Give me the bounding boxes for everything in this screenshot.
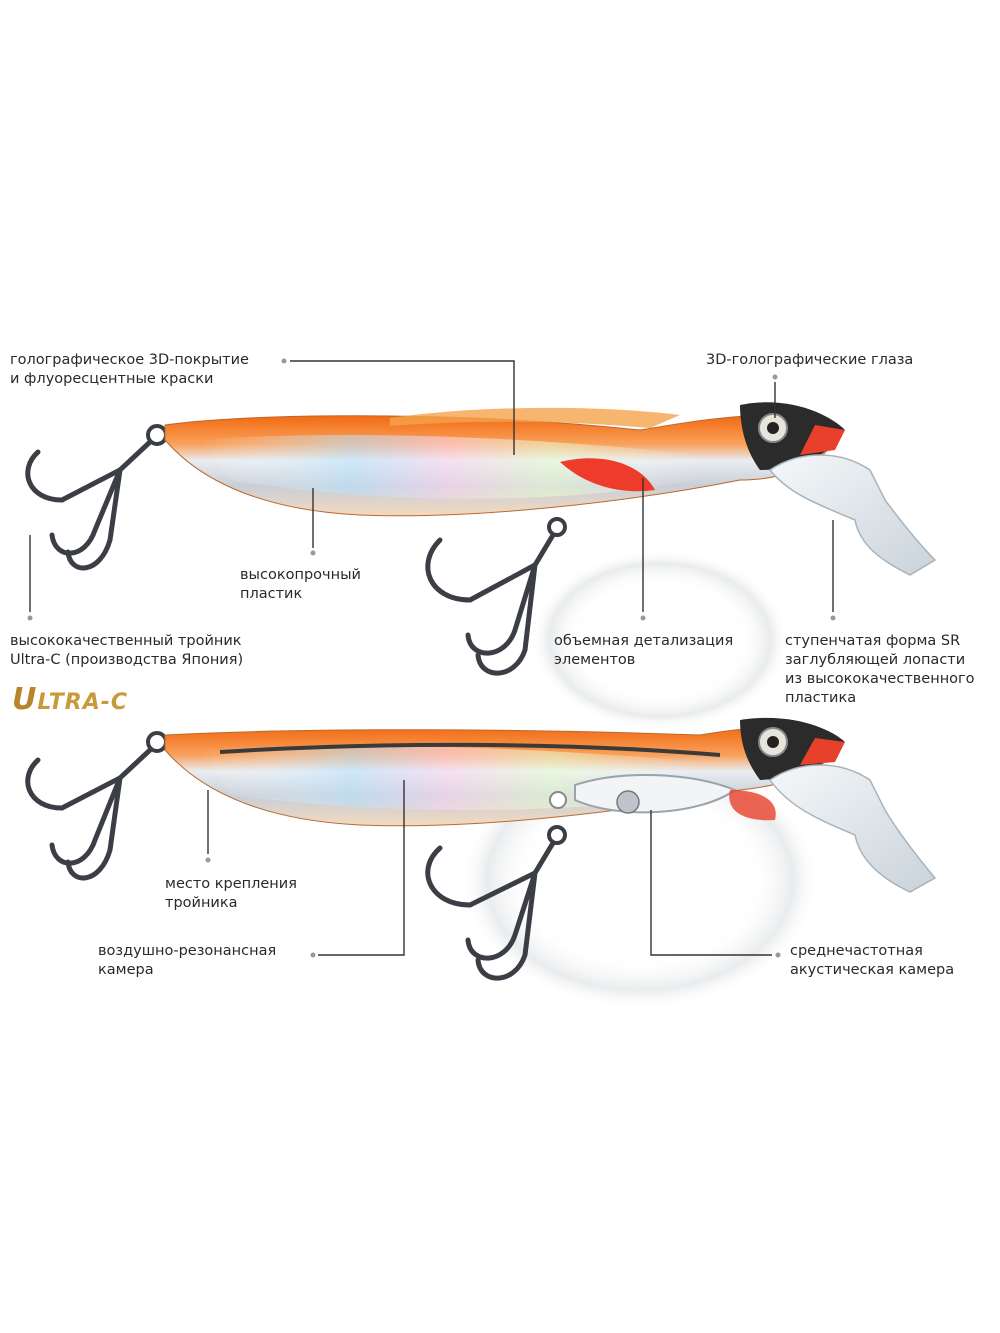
ultra-c-logo: ULTRA-C: [12, 682, 129, 717]
treble-hook-icon: [425, 517, 567, 676]
label-diving-lip: ступенчатая форма SR заглубляющей лопаст…: [785, 633, 975, 706]
diving-lip: [768, 764, 937, 893]
label-detailing: объемная детализация элементов: [554, 633, 734, 668]
bottom-lure: [25, 717, 937, 981]
label-hook-mount: место крепления тройника: [165, 876, 297, 911]
treble-hook-icon: [25, 424, 168, 571]
treble-hook-icon: [25, 731, 168, 881]
diving-lip: [768, 454, 937, 576]
label-plastic: высокопрочный пластик: [240, 567, 361, 602]
callout-lines: [27, 358, 836, 958]
treble-hook-icon: [425, 825, 567, 981]
label-treble-hook: высококачественный тройник Ultra-C (прои…: [10, 633, 244, 668]
label-acoustic-chamber: среднечастотная акустическая камера: [790, 943, 955, 978]
label-holographic-coating: голографическое 3D-покрытие и флуоресцен…: [10, 352, 249, 387]
glow-ring-top: [530, 550, 790, 730]
rattle-ball-icon: [616, 790, 640, 814]
label-air-chamber: воздушно-резонансная камера: [98, 943, 277, 978]
top-lure: [25, 402, 937, 676]
label-eyes: 3D-голографические глаза: [706, 352, 914, 368]
